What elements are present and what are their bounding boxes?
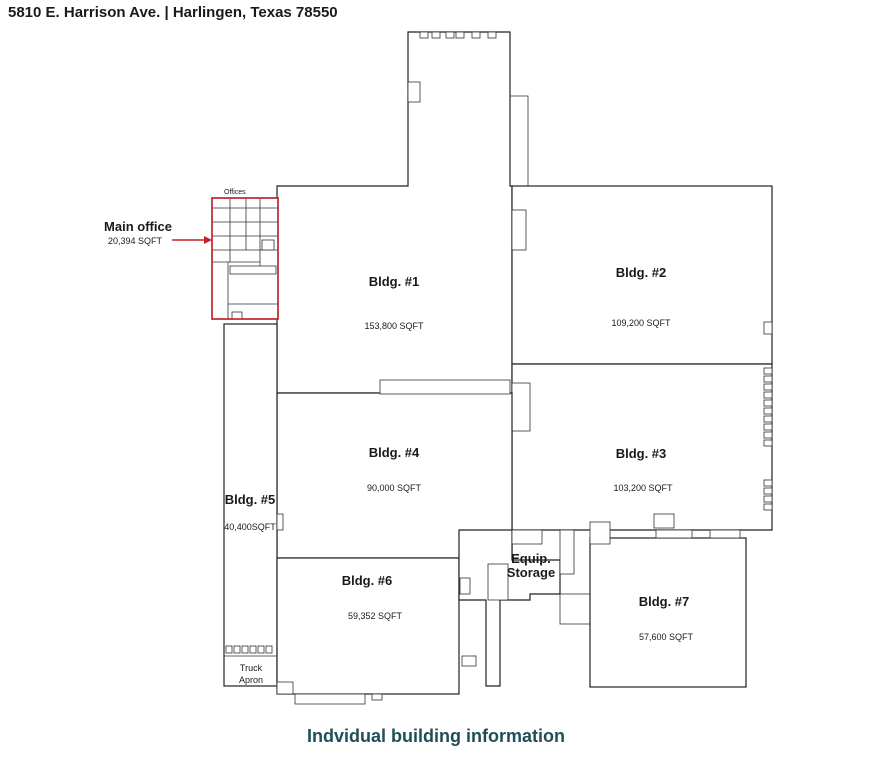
bldg-6-dock [294,693,366,705]
bldg-3-sqft: 103,200 SQFT [613,483,673,493]
office-interior [212,198,278,320]
main-office-arrow [172,236,212,244]
equip-storage-outline[interactable] [458,529,561,687]
bldg-3-annex [511,382,531,432]
bldg-1-sqft: 153,800 SQFT [364,321,424,331]
stair-block [407,81,421,103]
bldg-5-sqft: 40,400SQFT [224,522,276,532]
east-annex [510,95,529,186]
main-office-sqft: 20,394 SQFT [108,236,163,246]
caption: Indvidual building information [307,726,565,746]
dock-unit [763,321,773,335]
north-bay-door [471,31,481,39]
equip-storage-line1: Equip. [511,551,551,566]
equip-storage-bay [487,563,509,601]
north-bay-door [431,31,441,39]
building-outlines [211,31,773,705]
north-bay-door [419,31,429,39]
bldg-7-dock [709,529,741,539]
equip-storage-bay [461,655,477,667]
address-header: 5810 E. Harrison Ave. | Harlingen, Texas… [8,4,338,21]
bldg-2-outline[interactable] [511,185,773,365]
bldg-6-name: Bldg. #6 [342,573,393,588]
bldg-1-outline[interactable] [276,31,513,394]
bldg-7-annex [589,521,611,545]
bldg-7-annex [653,513,675,529]
equip-storage-bay [559,593,591,625]
bldg-7-sqft: 57,600 SQFT [639,632,694,642]
bldg-2-name: Bldg. #2 [616,265,667,280]
bldg-7-name: Bldg. #7 [639,594,690,609]
bldg-5-name: Bldg. #5 [225,492,276,507]
bldg-3-name: Bldg. #3 [616,446,667,461]
connector [379,379,511,395]
bldg-4-sqft: 90,000 SQFT [367,483,422,493]
truck-apron-line2: Apron [239,675,263,685]
main-office-highlight [211,197,279,320]
bldg-1-name: Bldg. #1 [369,274,420,289]
truck-apron-line1: Truck [240,663,263,673]
equip-storage-bay [559,529,575,575]
dock-doors-bldg5 [224,513,284,657]
main-office-outline[interactable] [211,197,279,320]
dock-doors-east [763,367,773,511]
bldg-6-outline[interactable] [276,557,460,695]
bldg-6-dock [276,681,294,695]
north-bay-door [487,31,497,39]
north-bay-door [455,31,465,39]
bldg-2-sqft: 109,200 SQFT [611,318,671,328]
bldg-4-name: Bldg. #4 [369,445,420,460]
bldg-5-outline[interactable] [223,323,278,687]
bldg-6-sqft: 59,352 SQFT [348,611,403,621]
dock-unit [511,209,527,251]
equip-storage-bay [511,529,543,545]
offices-label: Offices [224,189,246,196]
equip-storage-line2: Storage [507,565,555,580]
main-office-title: Main office [104,219,172,234]
north-bay-door [445,31,455,39]
bldg-6-dock [371,693,383,701]
equip-storage-bay [459,577,471,595]
bldg-7-dock [655,529,693,539]
bldg-7-outline[interactable] [589,537,747,688]
